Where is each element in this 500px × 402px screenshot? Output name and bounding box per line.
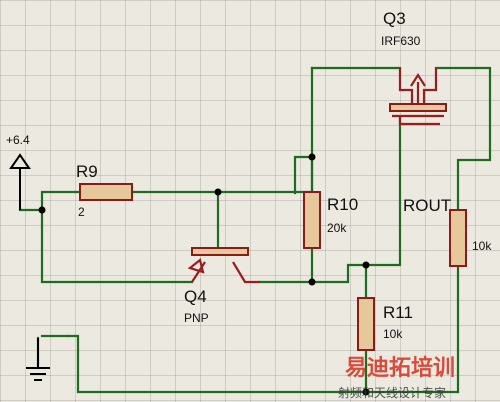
junction-dot <box>214 188 222 196</box>
wire-q4-emitter-to-q3-gate <box>258 118 402 284</box>
mosfet-q3 <box>389 68 447 126</box>
r10-value: 20k <box>327 221 347 235</box>
watermark-subtitle: 射频和天线设计专家 <box>338 385 446 400</box>
wire-supply-to-q4-collector <box>18 208 194 284</box>
junction-dot <box>362 388 370 396</box>
r10-ref: R10 <box>327 195 358 214</box>
junction-dot <box>308 278 316 286</box>
q3-value: IRF630 <box>381 34 421 48</box>
junction-dot <box>362 261 370 269</box>
rout-value: 10k <box>472 239 492 253</box>
watermark-title: 易迪拓培训 <box>345 355 455 381</box>
resistor-r10 <box>303 191 321 249</box>
wires <box>18 66 492 394</box>
power-label: +6.4 <box>6 133 30 147</box>
resistor-r11 <box>357 297 375 351</box>
ground-symbol <box>26 338 50 381</box>
junction-dot <box>308 153 316 161</box>
q4-value: PNP <box>184 311 209 325</box>
transistor-q4 <box>187 247 260 284</box>
r11-ref: R11 <box>383 303 413 322</box>
r11-value: 10k <box>383 327 403 341</box>
resistor-r9 <box>79 183 133 201</box>
wire-ground-rail <box>66 334 460 394</box>
power-terminal <box>9 153 31 210</box>
r9-value: 2 <box>78 205 85 219</box>
resistor-rout <box>449 209 467 267</box>
wire-q3-drain-to-rout <box>434 66 492 212</box>
q3-ref: Q3 <box>383 9 406 28</box>
junctions <box>38 153 370 396</box>
rout-ref: ROUT <box>403 196 451 215</box>
r9-ref: R9 <box>76 162 98 181</box>
q4-ref: Q4 <box>184 287 207 306</box>
junction-dot <box>38 206 46 214</box>
